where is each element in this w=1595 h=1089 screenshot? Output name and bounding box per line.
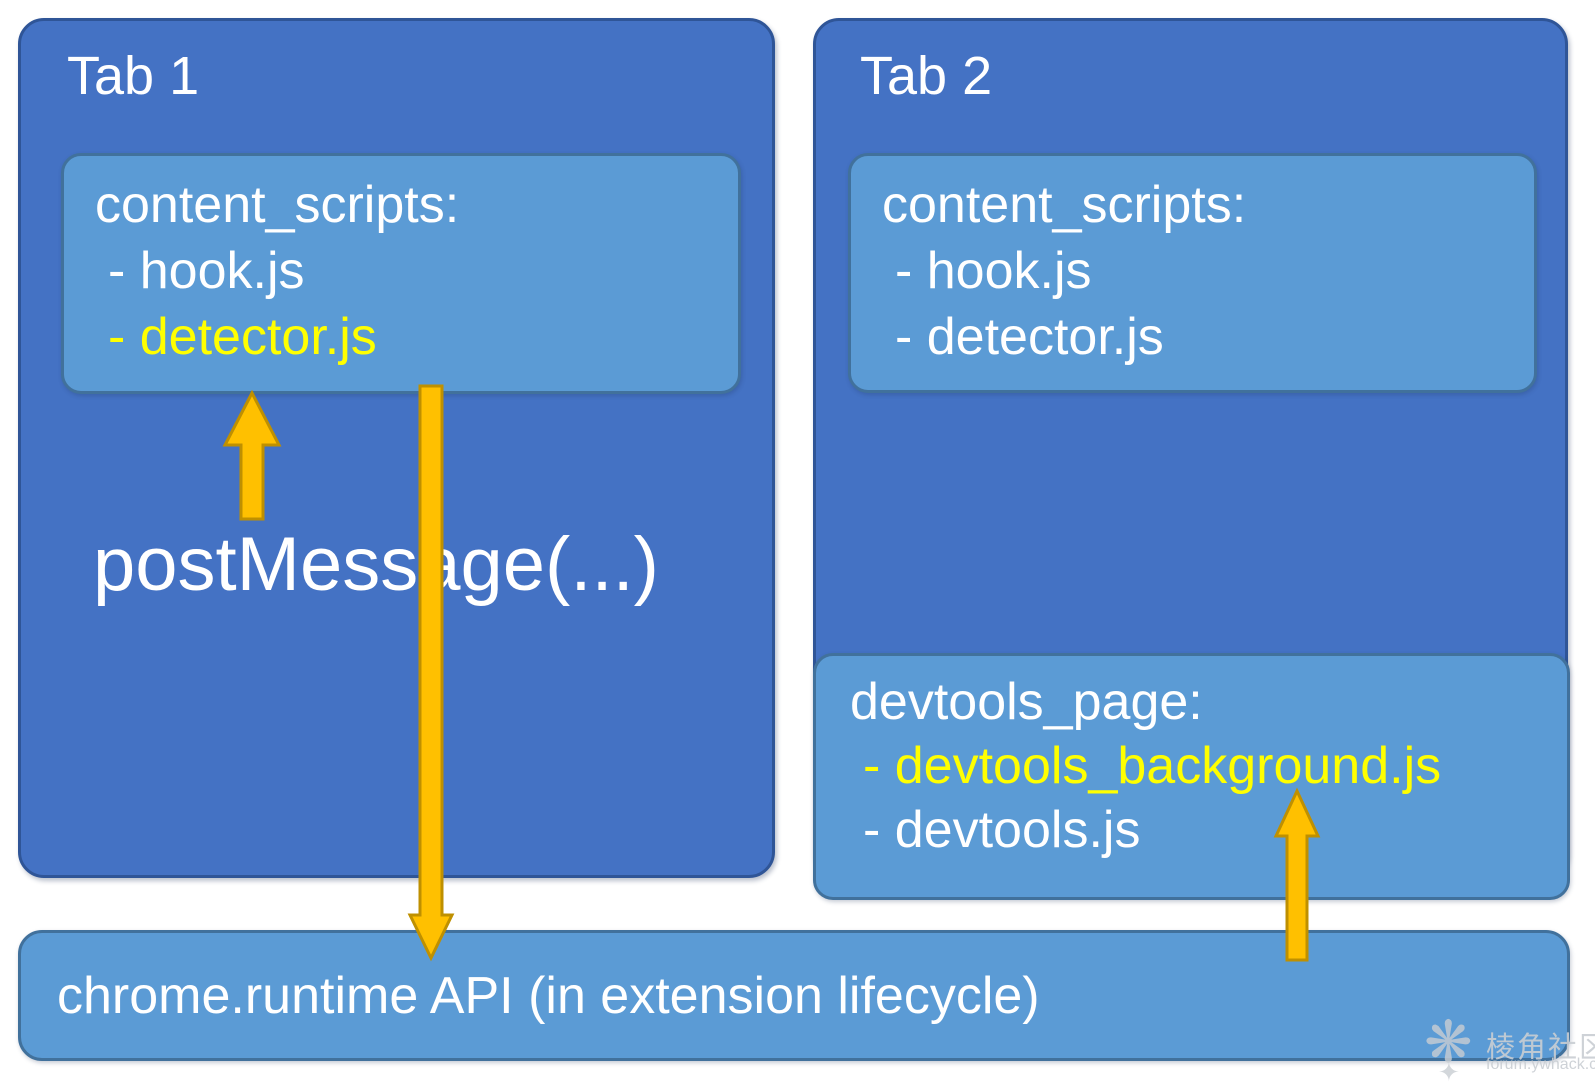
- watermark-logo-small-icon: ✦: [1438, 1058, 1460, 1088]
- tab1-title: Tab 1: [67, 46, 200, 106]
- content-script-hook-js: - hook.js: [895, 242, 1092, 300]
- chrome-runtime-bar: chrome.runtime API (in extension lifecyc…: [18, 930, 1570, 1061]
- devtools-js-item: - devtools.js: [863, 801, 1141, 859]
- devtools-background-js-item: - devtools_background.js: [863, 737, 1442, 795]
- content-scripts-header: content_scripts:: [95, 176, 460, 234]
- runtime-bar-label: chrome.runtime API (in extension lifecyc…: [57, 966, 1040, 1025]
- content-scripts-header: content_scripts:: [882, 176, 1247, 234]
- content-script-hook-js: - hook.js: [108, 242, 305, 300]
- watermark-url: forum.ywhack.com: [1486, 1056, 1595, 1073]
- postmessage-label: postMessage(...): [93, 522, 659, 607]
- content-script-detector-js: - detector.js: [895, 308, 1164, 366]
- tab1-panel: Tab 1 content_scripts: - hook.js - detec…: [18, 18, 775, 878]
- tab2-title: Tab 2: [860, 46, 993, 106]
- devtools-page-text: devtools_page: - devtools_background.js …: [850, 670, 1441, 862]
- tab2-content-scripts-text: content_scripts: - hook.js - detector.js: [882, 172, 1246, 370]
- tab1-content-scripts-text: content_scripts: - hook.js - detector.js: [95, 172, 459, 370]
- watermark-title: 棱角社区: [1486, 1030, 1595, 1064]
- tab1-content-scripts-box: content_scripts: - hook.js - detector.js: [61, 153, 741, 394]
- watermark-logo-icon: ❋: [1424, 1008, 1473, 1076]
- devtools-page-header: devtools_page:: [850, 673, 1203, 731]
- tab2-panel: Tab 2 content_scripts: - hook.js - detec…: [813, 18, 1570, 900]
- devtools-page-box: devtools_page: - devtools_background.js …: [813, 653, 1570, 900]
- content-script-detector-js: - detector.js: [108, 308, 377, 366]
- tab2-content-scripts-box: content_scripts: - hook.js - detector.js: [848, 153, 1537, 393]
